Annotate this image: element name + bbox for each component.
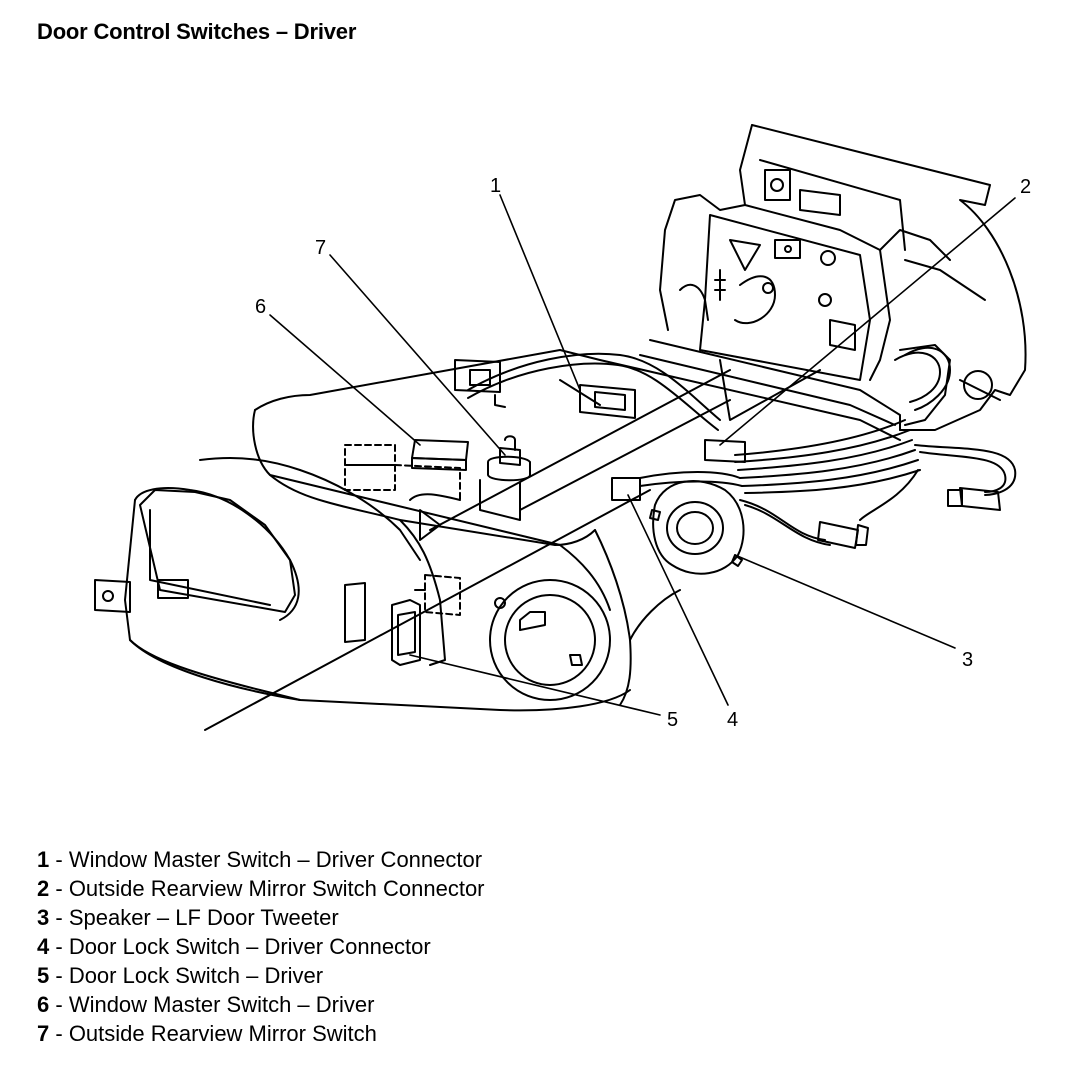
legend-item: 4 - Door Lock Switch – Driver Connector bbox=[37, 932, 485, 961]
door-trim-panel-diagram: 1 2 3 4 5 6 7 bbox=[94, 124, 1031, 731]
door-trim-panel bbox=[94, 349, 901, 712]
legend-label: Window Master Switch – Driver Connector bbox=[68, 847, 483, 872]
legend-separator: - bbox=[49, 934, 69, 959]
legend-number: 4 bbox=[37, 934, 50, 959]
legend-item: 2 - Outside Rearview Mirror Switch Conne… bbox=[37, 874, 485, 903]
legend-label: Window Master Switch – Driver bbox=[68, 992, 375, 1017]
callout-1: 1 bbox=[490, 175, 501, 197]
callout-6: 6 bbox=[255, 296, 266, 318]
legend-number: 7 bbox=[37, 1021, 50, 1046]
legend-number: 2 bbox=[37, 876, 50, 901]
callout-7: 7 bbox=[315, 237, 326, 259]
callout-3: 3 bbox=[962, 649, 973, 671]
legend-separator: - bbox=[49, 963, 69, 988]
callout-5: 5 bbox=[667, 709, 678, 731]
legend-item: 1 - Window Master Switch – Driver Connec… bbox=[37, 845, 485, 874]
page-title: Door Control Switches – Driver bbox=[37, 19, 357, 44]
callout-4: 4 bbox=[727, 709, 738, 731]
assembly-guide-lines bbox=[204, 359, 821, 731]
callout-legend: 1 - Window Master Switch – Driver Connec… bbox=[37, 845, 485, 1048]
legend-label: Outside Rearview Mirror Switch bbox=[68, 1021, 377, 1046]
legend-separator: - bbox=[49, 992, 69, 1017]
legend-item: 5 - Door Lock Switch – Driver bbox=[37, 961, 485, 990]
legend-label: Outside Rearview Mirror Switch Connector bbox=[68, 876, 485, 901]
callout-numbers: 1 2 3 4 5 6 7 bbox=[255, 175, 1031, 731]
legend-separator: - bbox=[49, 847, 69, 872]
legend-label: Speaker – LF Door Tweeter bbox=[68, 905, 339, 930]
callout-2: 2 bbox=[1020, 176, 1031, 198]
legend-number: 3 bbox=[37, 905, 50, 930]
legend-separator: - bbox=[49, 905, 69, 930]
legend-item: 3 - Speaker – LF Door Tweeter bbox=[37, 903, 485, 932]
legend-item: 6 - Window Master Switch – Driver bbox=[37, 990, 485, 1019]
legend-number: 6 bbox=[37, 992, 50, 1017]
door-inner-frame bbox=[639, 124, 1027, 431]
legend-number: 1 bbox=[37, 847, 50, 872]
legend-separator: - bbox=[49, 1021, 69, 1046]
legend-label: Door Lock Switch – Driver bbox=[68, 963, 324, 988]
legend-number: 5 bbox=[37, 963, 50, 988]
legend-item: 7 - Outside Rearview Mirror Switch bbox=[37, 1019, 485, 1048]
wiring-harness bbox=[454, 344, 1017, 549]
leader-lines bbox=[269, 194, 1016, 716]
legend-label: Door Lock Switch – Driver Connector bbox=[68, 934, 431, 959]
legend-separator: - bbox=[49, 876, 69, 901]
tweeter-speaker bbox=[649, 480, 745, 575]
